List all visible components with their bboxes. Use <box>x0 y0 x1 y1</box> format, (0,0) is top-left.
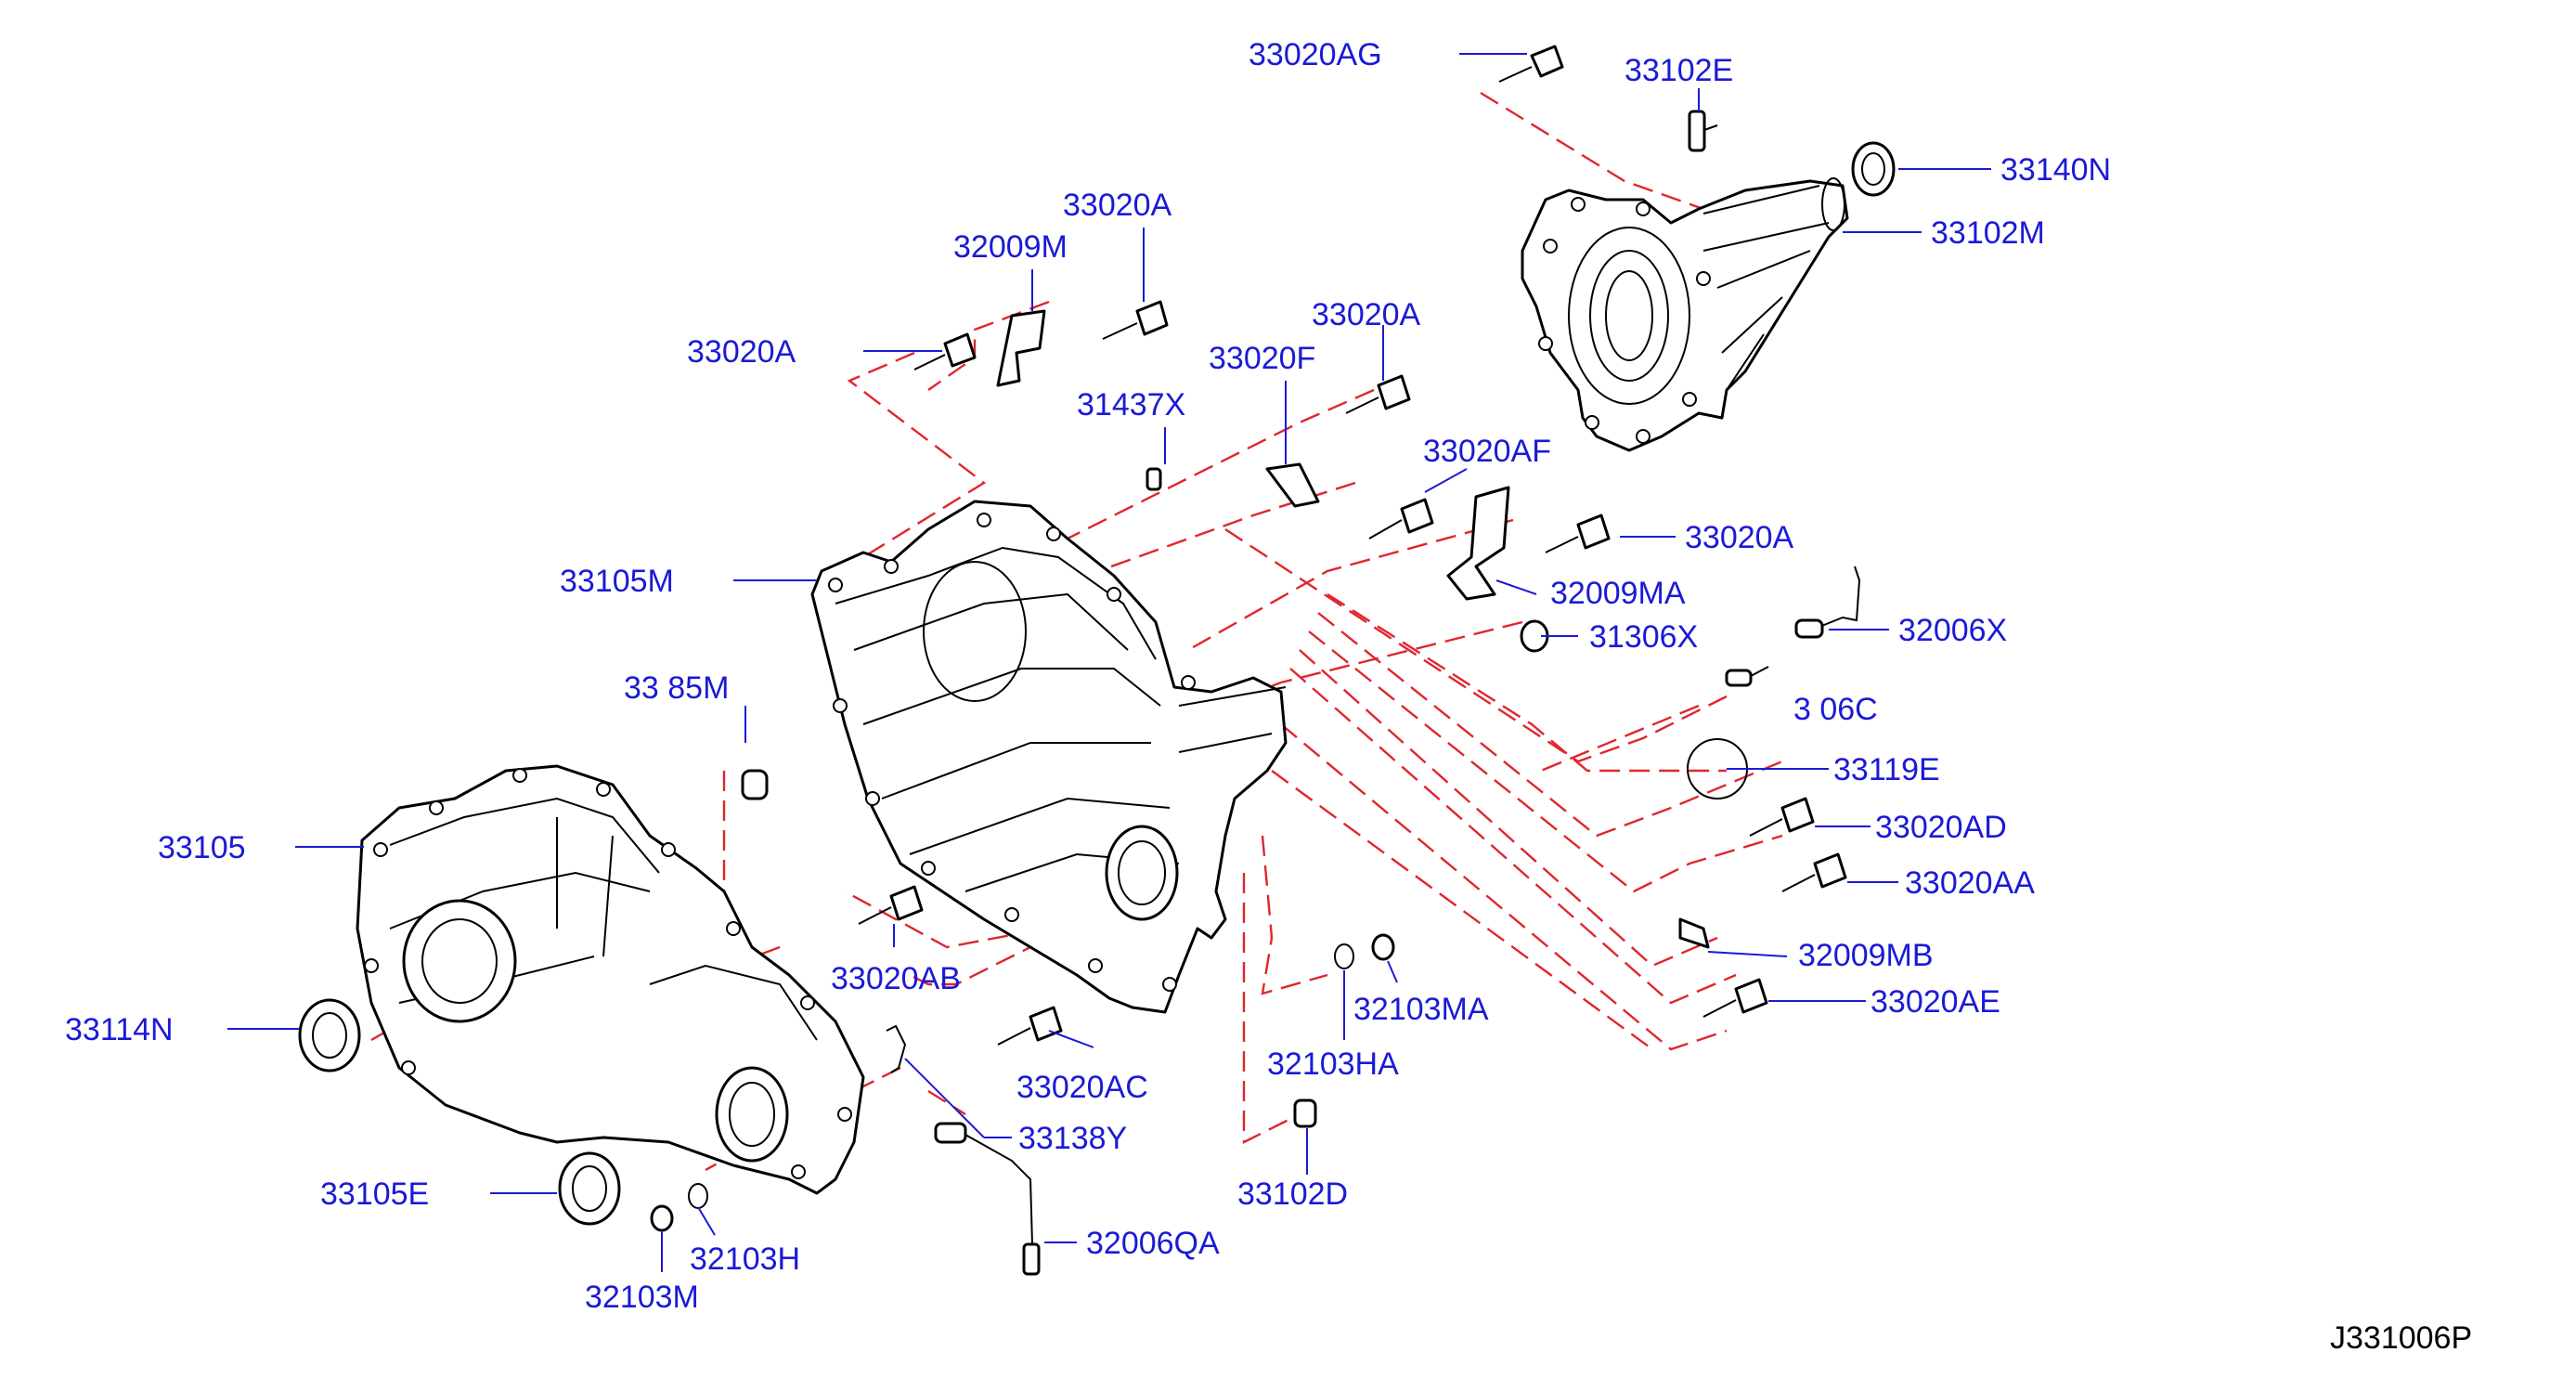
label-32009MA: 32009MA <box>1550 576 1686 611</box>
label-33102M: 33102M <box>1931 215 2045 251</box>
vent-33102E <box>1688 110 1718 152</box>
label-33020AA: 33020AA <box>1905 865 2035 901</box>
label-33020AB: 33020AB <box>831 961 961 996</box>
label-33020A: 33020A <box>1063 188 1172 223</box>
label-33105: 33105 <box>158 830 246 865</box>
label-33140N: 33140N <box>2000 152 2111 188</box>
label-33102E: 33102E <box>1625 53 1733 88</box>
label-32009MB: 32009MB <box>1798 938 1934 973</box>
leader-lines <box>227 53 1991 1272</box>
label-33020A: 33020A <box>687 334 796 370</box>
assembly-lines <box>370 91 1783 1172</box>
label-33105E: 33105E <box>320 1176 429 1212</box>
label-33114N: 33114N <box>65 1012 174 1047</box>
small-parts <box>650 467 1748 1232</box>
label-33020AE: 33020AE <box>1871 984 2000 1020</box>
label-33020AD: 33020AD <box>1875 810 2007 845</box>
label-32009M: 32009M <box>953 229 1068 265</box>
label-32103HA: 32103HA <box>1267 1046 1399 1082</box>
label-33020AC: 33020AC <box>1016 1070 1148 1105</box>
label-32103H: 32103H <box>690 1242 800 1277</box>
label-33105M: 33105M <box>560 564 674 599</box>
label-32006X: 32006X <box>1898 613 2007 648</box>
part-labels: 33020AG 33102E 33140N 33102M 33020A 3200… <box>65 37 2111 1315</box>
brackets <box>996 309 1710 949</box>
label-32103MA: 32103MA <box>1353 992 1489 1027</box>
transfer-case-33105 <box>356 764 865 1195</box>
label-33020A: 33020A <box>1685 520 1794 555</box>
label-33102D: 33102D <box>1237 1176 1348 1212</box>
label-32006QA: 32006QA <box>1086 1226 1220 1261</box>
label-33185M-partial: 33 85M <box>624 670 729 706</box>
oil-seal-33105E <box>558 1151 621 1226</box>
label-32103M: 32103M <box>585 1280 699 1315</box>
bolts <box>858 45 1847 1046</box>
label-33020AG: 33020AG <box>1249 37 1382 72</box>
figure-id: J331006P <box>2330 1320 2472 1356</box>
label-33119E: 33119E <box>1833 752 1940 787</box>
label-33020A: 33020A <box>1312 297 1421 332</box>
sensors <box>886 566 1861 1276</box>
oil-seal-33114N <box>298 998 361 1072</box>
label-33138Y: 33138Y <box>1018 1121 1127 1156</box>
transfer-case-33105M <box>810 500 1288 1014</box>
extension-housing-33102M <box>1521 177 1849 452</box>
label-33020AF: 33020AF <box>1423 434 1551 469</box>
label-31306X: 31306X <box>1589 619 1698 655</box>
label-3-06C-partial: 3 06C <box>1793 692 1878 727</box>
label-33020F: 33020F <box>1209 341 1315 376</box>
oil-seal-33140N <box>1851 141 1896 197</box>
label-31437X: 31437X <box>1077 387 1185 422</box>
